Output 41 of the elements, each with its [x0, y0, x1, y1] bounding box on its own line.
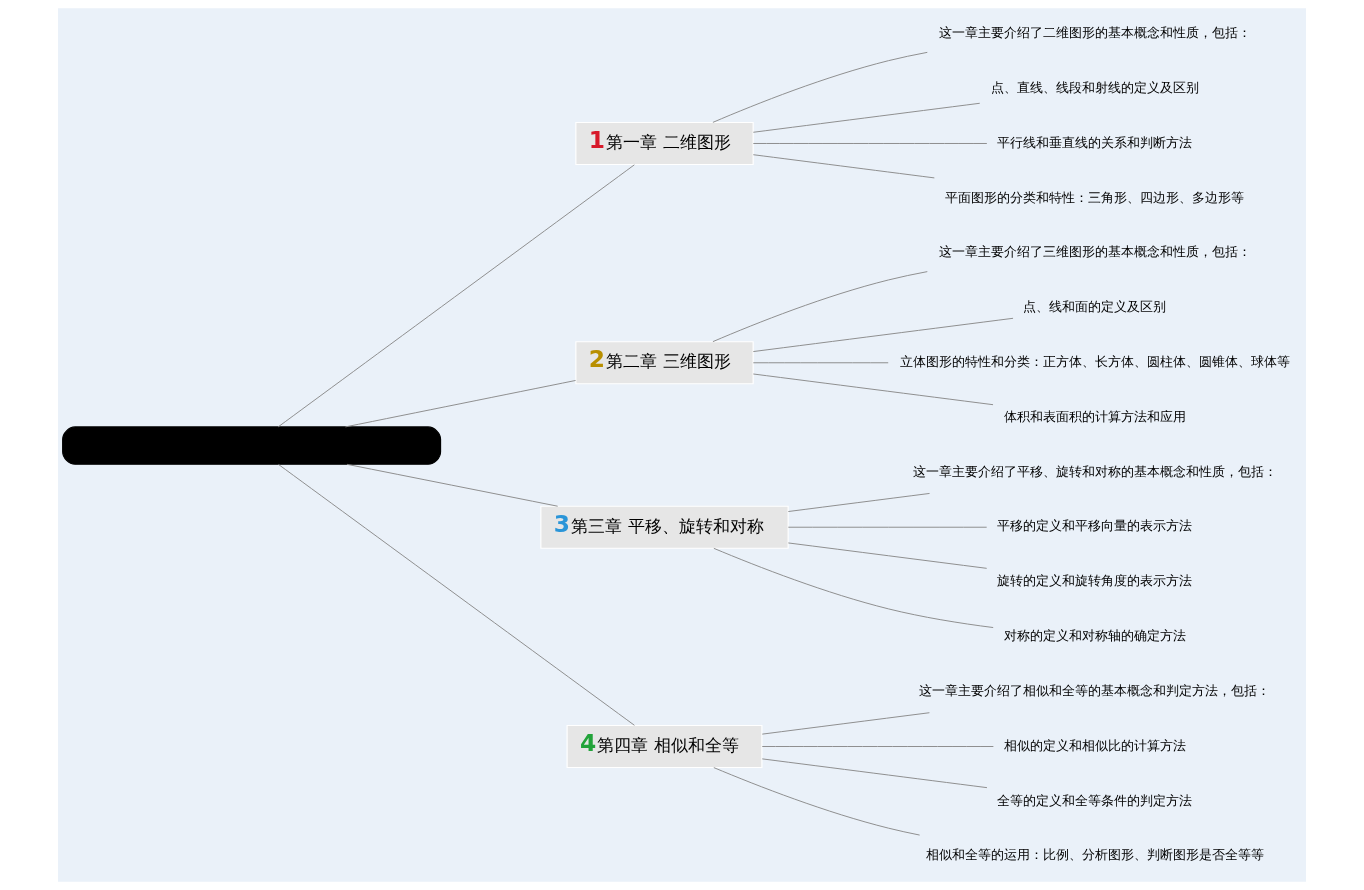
- connector: [752, 362, 889, 364]
- node-text: 点、直线、线段和射线的定义及区别: [990, 79, 1199, 95]
- connector: [278, 463, 635, 726]
- connector: [346, 463, 559, 507]
- node-box: [62, 426, 442, 465]
- connector: [752, 102, 981, 133]
- connector: [787, 542, 988, 569]
- node-text: 这一章主要介绍了平移、旋转和对称的基本概念和性质，包括：: [912, 463, 1277, 479]
- node-text: 相似的定义和相似比的计算方法: [1003, 737, 1186, 753]
- connector: [344, 380, 577, 428]
- node-box: 3第三章 平移、旋转和对称: [540, 505, 789, 549]
- node-box: 2第二章 三维图形: [575, 341, 754, 385]
- node-text: 平面图形的分类和特性：三角形、四边形、多边形等: [945, 189, 1245, 205]
- connector: [752, 143, 988, 144]
- connector: [787, 492, 930, 512]
- connector: [712, 271, 928, 343]
- node-text: 体积和表面积的计算方法和应用: [1003, 408, 1186, 424]
- connector: [277, 164, 635, 428]
- connector: [752, 317, 1014, 352]
- connector: [761, 746, 994, 747]
- node-text: 平移的定义和平移向量的表示方法: [997, 518, 1193, 534]
- connector: [761, 712, 930, 735]
- connector: [713, 547, 994, 628]
- connector: [752, 154, 935, 179]
- node-text: 这一章主要介绍了二维图形的基本概念和性质，包括：: [938, 25, 1251, 41]
- node-text: 这一章主要介绍了三维图形的基本概念和性质，包括：: [938, 244, 1251, 260]
- connector: [787, 526, 988, 528]
- connector: [712, 51, 928, 123]
- node-box: 1第一章 二维图形: [575, 121, 754, 166]
- node-text: 全等的定义和全等条件的判定方法: [997, 792, 1193, 808]
- connector: [761, 758, 988, 789]
- node-text: 相似和全等的运用：比例、分析图形、判断图形是否全等等: [925, 847, 1264, 863]
- node-text: 点、线和面的定义及区别: [1023, 299, 1167, 315]
- connector: [752, 373, 994, 406]
- connector: [713, 767, 921, 836]
- node-text: 对称的定义和对称轴的确定方法: [1003, 628, 1186, 644]
- node-text: 这一章主要介绍了相似和全等的基本概念和判定方法，包括：: [919, 682, 1271, 698]
- node-text: 旋转的定义和旋转角度的表示方法: [997, 573, 1193, 589]
- node-text: 平行线和垂直线的关系和判断方法: [997, 134, 1193, 150]
- node-box: 4第四章 相似和全等: [566, 724, 763, 769]
- node-text: 立体图形的特性和分类：正方体、长方体、圆柱体、圆锥体、球体等: [899, 354, 1290, 370]
